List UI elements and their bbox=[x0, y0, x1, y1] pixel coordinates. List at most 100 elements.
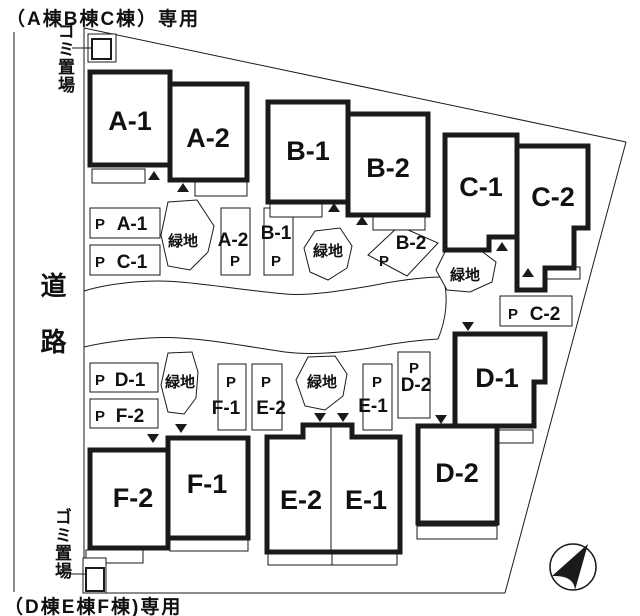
porch-b1 bbox=[269, 202, 323, 218]
parking-stall-d1 bbox=[89, 362, 159, 393]
parking-p-f1: P bbox=[226, 374, 236, 391]
entrance-marker-up-b1 bbox=[328, 203, 340, 212]
building-e bbox=[264, 422, 403, 555]
building-f2 bbox=[87, 447, 171, 551]
parking-label-a2: A-2 bbox=[218, 230, 249, 251]
parking-stall-a1 bbox=[89, 207, 161, 239]
porch-f1 bbox=[169, 538, 249, 552]
garbage-box-top bbox=[91, 38, 112, 60]
green-area-1 bbox=[160, 199, 215, 271]
entrance-marker-down-d1 bbox=[462, 322, 474, 331]
green-label-2: 緑地 bbox=[313, 242, 343, 260]
green-area-2 bbox=[303, 227, 353, 281]
parking-label-c2: C-2 bbox=[530, 304, 561, 325]
parking-label-d1: D-1 bbox=[115, 370, 146, 391]
building-b1 bbox=[265, 99, 351, 205]
building-c2 bbox=[514, 143, 591, 293]
porch-d1 bbox=[497, 429, 534, 444]
parking-stall-b2 bbox=[367, 225, 439, 277]
entrance-marker-up-c2 bbox=[522, 268, 534, 277]
parking-p-e2: P bbox=[261, 374, 271, 391]
parking-label-b1: B-1 bbox=[261, 223, 292, 244]
green-label-4: 緑地 bbox=[165, 373, 195, 391]
parking-p-a1: P bbox=[95, 216, 105, 233]
entrance-marker-down-e2 bbox=[314, 413, 326, 422]
parking-stall-e1 bbox=[362, 363, 393, 431]
building-label-c2: C-2 bbox=[531, 182, 575, 212]
building-d2 bbox=[415, 423, 500, 526]
parking-label-e1: E-1 bbox=[358, 396, 388, 417]
parking-stall-e2 bbox=[251, 363, 283, 431]
parking-p-e1: P bbox=[372, 374, 382, 391]
parking-p-c1: P bbox=[95, 254, 105, 271]
entrance-marker-up-b2 bbox=[356, 216, 368, 225]
parking-stall-b1 bbox=[263, 207, 294, 276]
building-a2 bbox=[167, 81, 250, 183]
building-f1 bbox=[165, 435, 251, 541]
parking-p-a2: P bbox=[230, 253, 240, 270]
green-label-5: 緑地 bbox=[307, 373, 337, 391]
green-label-3: 緑地 bbox=[450, 266, 480, 284]
building-a1 bbox=[87, 69, 173, 168]
parking-label-f2: F-2 bbox=[116, 406, 145, 427]
building-label-e2: E-2 bbox=[280, 485, 322, 515]
parking-p-b1: P bbox=[271, 253, 281, 270]
building-label-f1: F-1 bbox=[187, 469, 228, 499]
parking-label-b2: B-2 bbox=[396, 233, 427, 254]
building-c1 bbox=[442, 132, 520, 253]
entrance-marker-down-f1 bbox=[175, 424, 187, 433]
green-label-1: 緑地 bbox=[168, 232, 198, 250]
building-label-c1: C-1 bbox=[459, 172, 503, 202]
entrance-marker-up-a2 bbox=[177, 183, 189, 192]
parking-label-c1: C-1 bbox=[117, 252, 148, 273]
parking-label-f1: F-1 bbox=[212, 398, 241, 419]
building-label-b2: B-2 bbox=[366, 153, 410, 183]
building-label-d2: D-2 bbox=[435, 458, 479, 488]
parking-stall-f2 bbox=[89, 398, 159, 429]
green-area-4 bbox=[160, 351, 199, 415]
building-label-a1: A-1 bbox=[108, 106, 152, 136]
caption-top: （A棟B棟C棟）専用 bbox=[6, 9, 201, 30]
driveway-lower-edge bbox=[83, 337, 439, 354]
site-east-boundary-line bbox=[504, 141, 627, 594]
road-label: 道路 bbox=[37, 272, 67, 384]
building-label-f2: F-2 bbox=[113, 483, 154, 513]
driveway-upper-edge bbox=[83, 276, 444, 295]
entrance-marker-down-e1 bbox=[337, 413, 349, 422]
building-label-a2: A-2 bbox=[186, 123, 230, 153]
porch-d2 bbox=[416, 525, 498, 540]
green-area-5 bbox=[295, 355, 348, 411]
parking-p-b2: P bbox=[379, 253, 389, 270]
building-b2 bbox=[345, 111, 431, 218]
compass-north-arrow bbox=[552, 544, 588, 590]
entrance-marker-up-a1 bbox=[148, 171, 160, 180]
building-label-d1: D-1 bbox=[475, 363, 519, 393]
parking-stall-f1 bbox=[217, 363, 247, 431]
porch-b2 bbox=[372, 216, 426, 231]
site-north-boundary-line bbox=[83, 27, 627, 143]
caption-bottom: （D棟E棟F棟)専用 bbox=[4, 597, 183, 616]
garbage-label-bottom: ゴミ置場 bbox=[52, 508, 71, 580]
entrance-marker-up-c1 bbox=[496, 242, 508, 251]
building-label-e1: E-1 bbox=[345, 485, 387, 515]
entrance-marker-down-d2 bbox=[435, 415, 447, 424]
parking-p-f2: P bbox=[95, 408, 105, 425]
parking-stall-a2 bbox=[220, 207, 251, 276]
parking-p-c2: P bbox=[508, 306, 518, 323]
parking-p-d1: P bbox=[95, 372, 105, 389]
parking-label-a1: A-1 bbox=[117, 214, 148, 235]
entrance-marker-down-f2 bbox=[147, 434, 159, 443]
parking-stall-d2 bbox=[397, 351, 431, 419]
parking-label-d2: D-2 bbox=[401, 375, 432, 396]
porch-a2 bbox=[194, 180, 248, 197]
porch-a1 bbox=[91, 168, 146, 184]
compass-icon bbox=[549, 543, 597, 591]
building-label-b1: B-1 bbox=[286, 136, 330, 166]
garbage-box-bottom bbox=[85, 567, 105, 592]
parking-label-e2: E-2 bbox=[256, 398, 286, 419]
parking-stall-c2 bbox=[499, 295, 573, 327]
garbage-label-top: ゴミ置場 bbox=[55, 22, 74, 94]
parking-stall-c1 bbox=[89, 244, 161, 276]
